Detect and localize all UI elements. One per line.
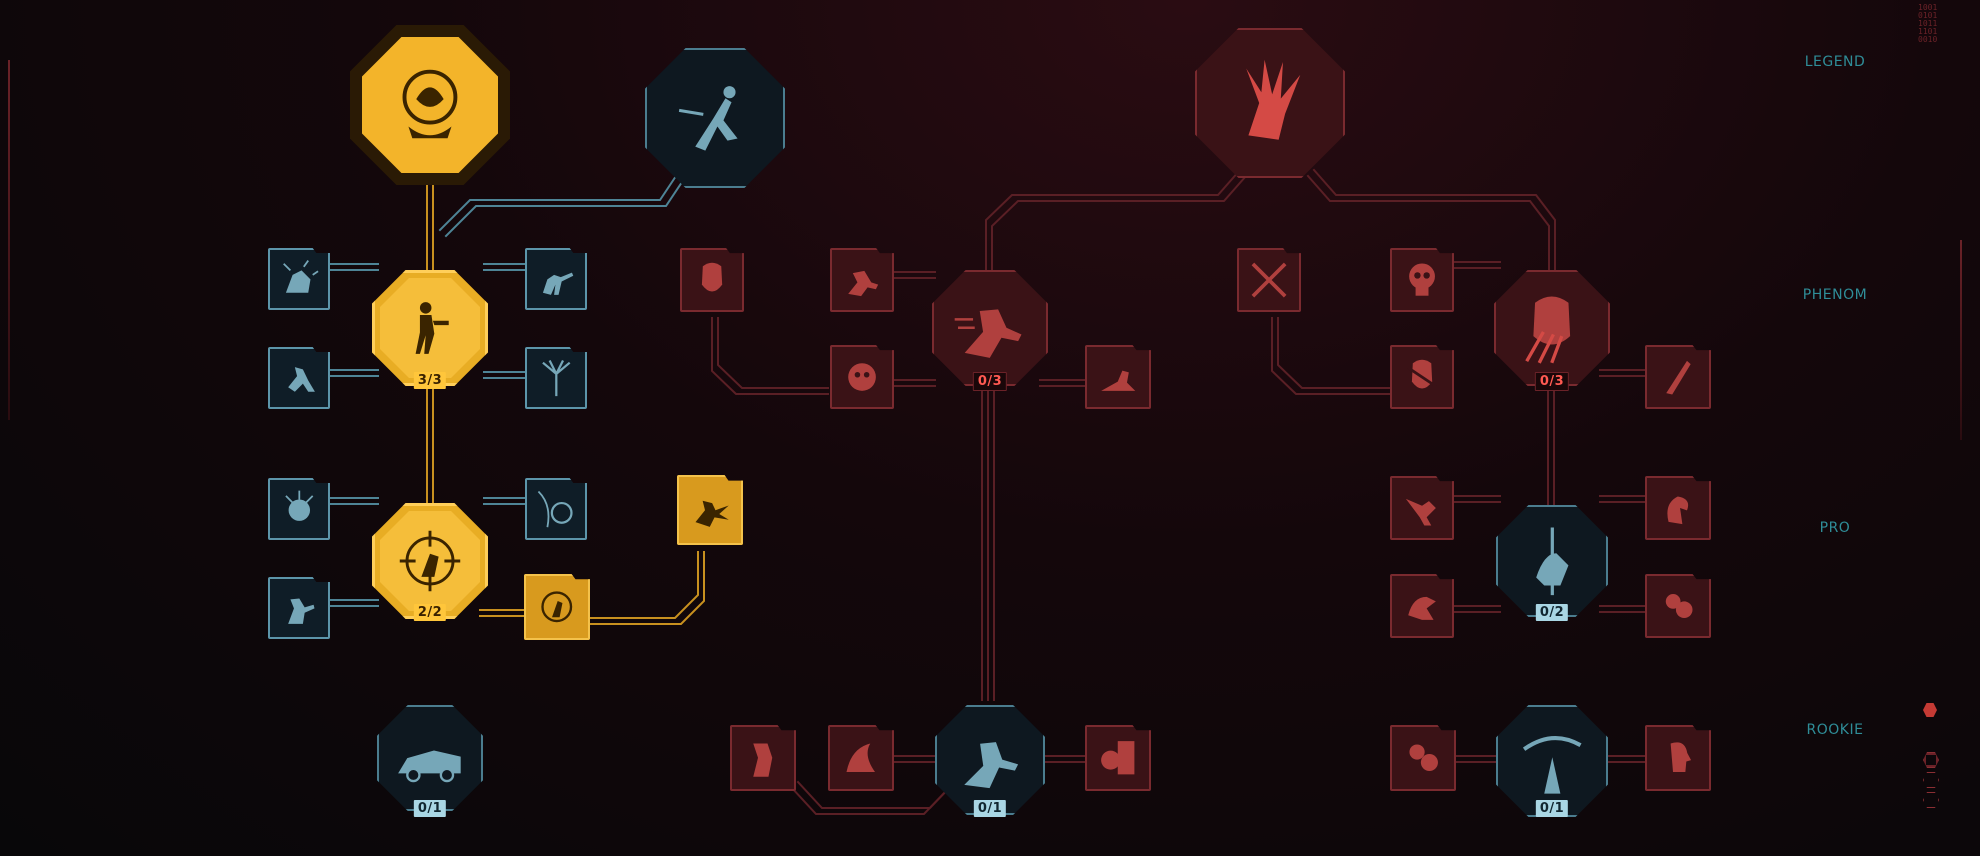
reticle-shot-icon	[541, 591, 573, 623]
perk-right-rookie-main[interactable]	[1496, 705, 1608, 817]
perk-mid-rookie-r[interactable]	[1085, 725, 1151, 791]
helmet-icon	[402, 69, 458, 139]
perk-mid-phenom-a[interactable]	[680, 248, 744, 312]
right-edge-marker	[1960, 240, 1962, 440]
level-right-pro: 0/2	[1535, 604, 1569, 621]
gunman-icon	[287, 598, 315, 624]
tier-label-phenom: PHENOM	[1802, 287, 1868, 303]
muzzle-flash-icon	[695, 500, 729, 527]
skull-target-icon	[848, 363, 876, 391]
wall-smash-icon	[1101, 741, 1135, 775]
perk-left-pro-bl[interactable]	[268, 577, 330, 639]
face-icon	[701, 262, 723, 292]
perk-legend-blue[interactable]	[645, 48, 785, 188]
slide-icon	[1101, 370, 1136, 391]
perk-legend-red[interactable]	[1195, 28, 1345, 178]
level-left-pro: 2/2	[413, 604, 447, 621]
perk-legend-gold[interactable]	[350, 25, 510, 185]
hex-indicator-filled	[1923, 703, 1937, 717]
perk-left-phenom-main[interactable]	[372, 270, 488, 386]
fighter-icon	[753, 743, 773, 777]
runner-icon	[964, 742, 1019, 789]
claws-icon	[1525, 296, 1571, 364]
perk-right-pro-tl[interactable]	[1390, 476, 1454, 540]
blade-swing-icon	[1522, 735, 1582, 794]
masked-face-icon	[1407, 359, 1437, 389]
headshot-icon	[284, 490, 314, 521]
left-edge-marker	[8, 60, 10, 420]
brawl-icon	[1666, 594, 1693, 618]
level-mid-rookie: 0/1	[973, 800, 1007, 817]
perk-left-phenom-bl[interactable]	[268, 347, 330, 409]
dash-icon	[954, 309, 1022, 359]
sprint-icon	[848, 270, 879, 297]
grapple-icon	[1409, 744, 1439, 772]
level-left-rookie: 0/1	[413, 800, 447, 817]
perk-right-pro-bl[interactable]	[1390, 574, 1454, 638]
perk-right-phenom-bl[interactable]	[1390, 345, 1454, 409]
leap-icon	[846, 743, 876, 773]
hex-indicator-empty-1	[1923, 752, 1939, 768]
perk-right-phenom-a[interactable]	[1237, 248, 1301, 312]
perk-right-pro-tr[interactable]	[1645, 476, 1711, 540]
perk-mid-phenom-main[interactable]	[932, 270, 1048, 386]
perk-right-rookie-r[interactable]	[1645, 725, 1711, 791]
level-right-phenom: 0/3	[1534, 372, 1570, 391]
perk-mid-rookie-main[interactable]	[935, 705, 1045, 815]
corner-code: 1001 0101 1011 1101 0010	[1918, 3, 1938, 44]
hand-slash-icon	[1408, 596, 1436, 620]
perk-right-pro-br[interactable]	[1645, 574, 1711, 638]
perk-right-phenom-r[interactable]	[1645, 345, 1711, 409]
hex-indicator-empty-2	[1923, 772, 1939, 788]
perk-mid-rookie-a[interactable]	[730, 725, 796, 791]
hex-indicator-empty-3	[1923, 792, 1939, 808]
tier-label-rookie: ROOKIE	[1806, 722, 1864, 738]
explosion-face-icon	[282, 259, 319, 293]
perk-right-phenom-main[interactable]	[1494, 270, 1610, 386]
perk-left-phenom-br[interactable]	[525, 347, 587, 409]
slash-icon	[1666, 360, 1691, 395]
perk-left-phenom-tl[interactable]	[268, 248, 330, 310]
perk-right-pro-main[interactable]	[1496, 505, 1608, 617]
aim-rifle-icon	[542, 272, 573, 295]
dive-icon	[1405, 498, 1436, 526]
perk-mid-phenom-bl[interactable]	[830, 345, 894, 409]
flip-icon	[1667, 496, 1689, 525]
perk-left-rookie[interactable]	[377, 705, 483, 811]
level-mid-phenom: 0/3	[972, 372, 1008, 391]
vehicle-icon	[397, 750, 461, 783]
perk-left-phenom-tr[interactable]	[525, 248, 587, 310]
perk-left-pro-tl[interactable]	[268, 478, 330, 540]
hand-blades-icon	[1246, 59, 1301, 140]
level-left-phenom: 3/3	[413, 372, 447, 389]
perk-mid-phenom-r[interactable]	[1085, 345, 1151, 409]
crossed-blades-icon	[1251, 262, 1287, 298]
perk-left-pro-extra[interactable]	[677, 475, 743, 545]
sword-fighter-icon	[1535, 527, 1569, 595]
perk-left-pro-tr[interactable]	[525, 478, 587, 540]
perk-left-pro-main[interactable]	[372, 503, 488, 619]
crosshair-icon	[399, 530, 461, 592]
perk-right-phenom-tl[interactable]	[1390, 248, 1454, 312]
gunslinger-icon	[415, 302, 449, 354]
face-profile-icon	[1670, 742, 1692, 773]
dodge-icon	[287, 366, 315, 392]
slide-shoot-icon	[678, 85, 738, 151]
target-lens-icon	[537, 490, 573, 528]
perk-mid-phenom-tl[interactable]	[830, 248, 894, 312]
perk-mid-rookie-b[interactable]	[828, 725, 894, 791]
tier-label-legend: LEGEND	[1804, 54, 1866, 70]
perk-left-pro-side[interactable]	[524, 574, 590, 640]
skull-icon	[1409, 263, 1435, 296]
tier-label-pro: PRO	[1819, 520, 1851, 536]
level-right-rookie: 0/1	[1535, 800, 1569, 817]
perk-right-rookie-a[interactable]	[1390, 725, 1456, 791]
fan-blades-icon	[541, 359, 571, 396]
